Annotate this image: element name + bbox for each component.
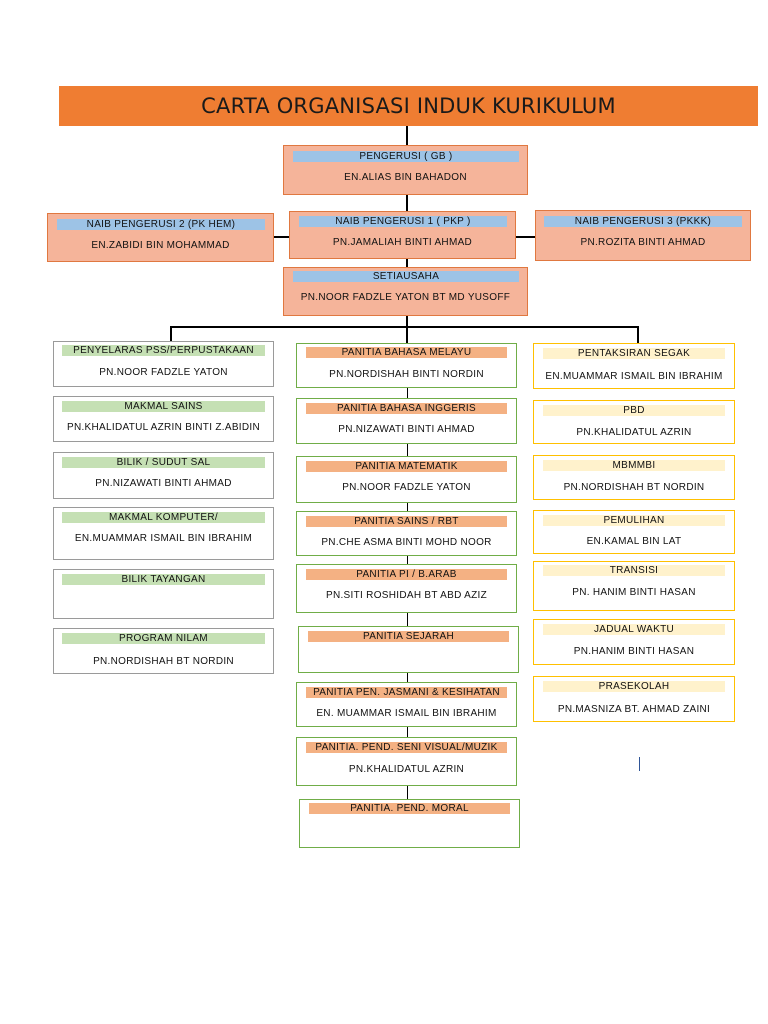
panitia-name: PN.NORDISHAH BINTI NORDIN [329,369,484,380]
chart-title-bar: CARTA ORGANISASI INDUK KURIKULUM [59,86,758,126]
panitia-role: PANITIA BAHASA INGGERIS [306,403,507,414]
left-unit-role: MAKMAL KOMPUTER/ [62,512,265,523]
connector-setiausaha-branch [406,316,408,327]
panitia-name: PN.CHE ASMA BINTI MOHD NOOR [321,537,492,548]
right-unit-box: PEMULIHAN EN.KAMAL BIN LAT [533,510,735,554]
connector-pengerusi-naib1 [406,195,408,211]
right-unit-name: PN. HANIM BINTI HASAN [572,587,696,598]
setiausaha-name: PN.NOOR FADZLE YATON BT MD YUSOFF [300,292,511,303]
panitia-role: PANITIA SAINS / RBT [306,516,507,527]
connector-branch-left [170,326,172,341]
naib-pengerusi-2-name: EN.ZABIDI BIN MOHAMMAD [91,240,230,251]
connector-naib1-naib3 [516,236,535,238]
left-unit-box: PENYELARAS PSS/PERPUSTAKAAN PN.NOOR FADZ… [53,341,274,387]
panitia-box: PANITIA BAHASA MELAYU PN.NORDISHAH BINTI… [296,343,517,388]
panitia-role: PANITIA PI / B.ARAB [306,569,507,580]
panitia-role: PANITIA MATEMATIK [306,461,507,472]
connector-title-pengerusi [406,126,408,145]
right-unit-name: PN.NORDISHAH BT NORDIN [563,482,705,493]
connector-branch-horizontal [170,326,639,328]
right-unit-role: PBD [543,405,725,416]
panitia-name: EN. MUAMMAR ISMAIL BIN IBRAHIM [316,708,497,719]
setiausaha-role: SETIAUSAHA [293,271,519,282]
naib-pengerusi-1-box: NAIB PENGERUSI 1 ( PKP ) PN.JAMALIAH BIN… [289,211,516,259]
setiausaha-box: SETIAUSAHA PN.NOOR FADZLE YATON BT MD YU… [283,267,528,316]
panitia-role: PANITIA SEJARAH [308,631,509,642]
right-unit-box: JADUAL WAKTU PN.HANIM BINTI HASAN [533,619,735,665]
panitia-box: PANITIA MATEMATIK PN.NOOR FADZLE YATON [296,456,517,503]
right-unit-box: TRANSISI PN. HANIM BINTI HASAN [533,561,735,611]
panitia-role: PANITIA. PEND. SENI VISUAL/MUZIK [306,742,507,753]
right-unit-name: PN.KHALIDATUL AZRIN [576,427,692,438]
panitia-box: PANITIA BAHASA INGGERIS PN.NIZAWATI BINT… [296,398,517,444]
right-unit-name: PN.MASNIZA BT. AHMAD ZAINI [557,704,711,715]
left-unit-name: EN.MUAMMAR ISMAIL BIN IBRAHIM [74,533,253,544]
right-unit-role: MBMMBI [543,460,725,471]
panitia-name: PN.NOOR FADZLE YATON [342,482,471,493]
connector-branch-middle [406,326,408,343]
left-unit-role: BILIK TAYANGAN [62,574,265,585]
panitia-name: PN.KHALIDATUL AZRIN [348,764,465,775]
left-unit-role: PENYELARAS PSS/PERPUSTAKAAN [62,345,265,356]
right-unit-name: EN.MUAMMAR ISMAIL BIN IBRAHIM [545,371,723,382]
naib-pengerusi-2-box: NAIB PENGERUSI 2 (PK HEM) EN.ZABIDI BIN … [47,213,274,262]
right-unit-role: TRANSISI [543,565,725,576]
left-unit-role: BILIK / SUDUT SAL [62,457,265,468]
right-unit-box: PRASEKOLAH PN.MASNIZA BT. AHMAD ZAINI [533,676,735,722]
panitia-box: PANITIA PEN. JASMANI & KESIHATAN EN. MUA… [296,682,517,727]
right-unit-role: PENTAKSIRAN SEGAK [543,348,725,359]
right-unit-role: PRASEKOLAH [543,681,725,692]
left-unit-box: MAKMAL SAINS PN.KHALIDATUL AZRIN BINTI Z… [53,396,274,442]
left-unit-name: PN.NOOR FADZLE YATON [99,367,228,378]
panitia-box: PANITIA. PEND. SENI VISUAL/MUZIK PN.KHAL… [296,737,517,786]
naib-pengerusi-2-role: NAIB PENGERUSI 2 (PK HEM) [57,219,265,230]
panitia-name: PN.NIZAWATI BINTI AHMAD [338,424,475,435]
connector-naib2-naib1 [273,236,289,238]
panitia-role: PANITIA PEN. JASMANI & KESIHATAN [306,687,507,698]
left-unit-box: PROGRAM NILAM PN.NORDISHAH BT NORDIN [53,628,274,674]
panitia-name: PN.SITI ROSHIDAH BT ABD AZIZ [325,590,488,601]
left-unit-box: BILIK / SUDUT SAL PN.NIZAWATI BINTI AHMA… [53,452,274,499]
panitia-role: PANITIA BAHASA MELAYU [306,347,507,358]
panitia-box: PANITIA. PEND. MORAL [299,799,520,848]
left-unit-name: PN.NORDISHAH BT NORDIN [93,656,234,667]
left-unit-box: BILIK TAYANGAN [53,569,274,619]
right-unit-box: MBMMBI PN.NORDISHAH BT NORDIN [533,455,735,500]
left-unit-name: PN.KHALIDATUL AZRIN BINTI Z.ABIDIN [66,422,260,433]
naib-pengerusi-3-name: PN.ROZITA BINTI AHMAD [580,237,706,248]
pengerusi-name: EN.ALIAS BIN BAHADON [344,172,467,183]
left-unit-box: MAKMAL KOMPUTER/ EN.MUAMMAR ISMAIL BIN I… [53,507,274,560]
chart-title: CARTA ORGANISASI INDUK KURIKULUM [201,94,616,118]
naib-pengerusi-3-box: NAIB PENGERUSI 3 (PKKK) PN.ROZITA BINTI … [535,210,751,261]
right-unit-name: PN.HANIM BINTI HASAN [573,646,695,657]
panitia-box: PANITIA SEJARAH [298,626,519,673]
panitia-role: PANITIA. PEND. MORAL [309,803,510,814]
naib-pengerusi-3-role: NAIB PENGERUSI 3 (PKKK) [544,216,742,227]
right-unit-role: JADUAL WAKTU [543,624,725,635]
pengerusi-role: PENGERUSI ( GB ) [293,151,519,162]
right-unit-box: PBD PN.KHALIDATUL AZRIN [533,400,735,444]
text-cursor [639,757,640,771]
panitia-box: PANITIA PI / B.ARAB PN.SITI ROSHIDAH BT … [296,564,517,613]
connector-branch-right [637,326,639,343]
panitia-box: PANITIA SAINS / RBT PN.CHE ASMA BINTI MO… [296,511,517,556]
left-unit-role: MAKMAL SAINS [62,401,265,412]
connector-naib1-setiausaha [406,259,408,267]
left-unit-role: PROGRAM NILAM [62,633,265,644]
naib-pengerusi-1-role: NAIB PENGERUSI 1 ( PKP ) [299,216,507,227]
naib-pengerusi-1-name: PN.JAMALIAH BINTI AHMAD [332,237,473,248]
right-unit-role: PEMULIHAN [543,515,725,526]
right-unit-name: EN.KAMAL BIN LAT [586,536,682,547]
pengerusi-box: PENGERUSI ( GB ) EN.ALIAS BIN BAHADON [283,145,528,195]
left-unit-name: PN.NIZAWATI BINTI AHMAD [95,478,232,489]
right-unit-box: PENTAKSIRAN SEGAK EN.MUAMMAR ISMAIL BIN … [533,343,735,389]
